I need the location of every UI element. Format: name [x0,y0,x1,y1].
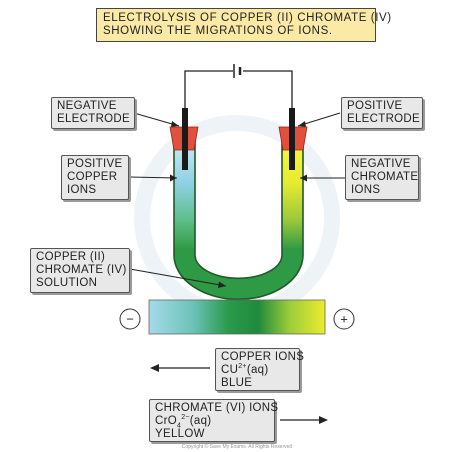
pointer-arrowheads [170,121,307,288]
positive-electrode-label: POSITIVE ELECTRODE [341,97,423,129]
positive-copper-ions-label-line-1: POSITIVE [67,158,123,170]
title-line-2: SHOWING THE MIGRATIONS OF IONS. [103,25,333,37]
u-tube-bend [174,248,303,300]
plus-terminal-icon [333,308,355,330]
negative-chromate-ions-label: NEGATIVE CHROMATE IONS [345,155,419,200]
chromate-migration-arrow [280,416,328,424]
chromate-ions-box: CHROMATE (VI) IONS CrO42−(aq) YELLOW [149,399,279,442]
solution-label: COPPER (II) CHROMATE (IV) SOLUTION [30,248,130,293]
copper-ions-formula: CU2+(aq) [221,363,294,377]
u-tube-outline [173,130,304,301]
positive-electrode-rod [289,108,295,170]
chromate-formula-subscript: 4 [176,422,182,430]
u-tube-left-arm [174,148,195,250]
negative-chromate-ions-label-line-3: IONS [351,184,381,196]
solution-label-line-3: SOLUTION [36,277,98,289]
plus-sign: + [340,312,348,327]
negative-chromate-ions-label-line-2: CHROMATE [351,171,419,183]
copper-ions-box: COPPER IONS CU2+(aq) BLUE [215,348,305,391]
copper-migration-arrow [150,364,210,372]
u-tube-right-arm [282,148,303,250]
copper-formula-base: CU [221,364,239,376]
positive-electrode-label-line-1: POSITIVE [347,100,403,112]
minus-sign: − [126,312,134,327]
minus-terminal-icon [119,308,141,330]
positive-copper-ions-label: POSITIVE COPPER IONS [61,155,129,200]
copper-ions-colour: BLUE [221,377,253,389]
positive-copper-ions-label-line-2: COPPER [67,171,118,183]
copyright-notice: Copyright © Save My Exams. All Rights Re… [181,444,293,450]
chromate-ions-title: CHROMATE (VI) IONS [155,402,279,414]
negative-electrode-label: NEGATIVE ELECTRODE [51,97,135,129]
negative-chromate-ions-label-line-1: NEGATIVE [351,158,411,170]
chromate-ions-formula: CrO42−(aq) [155,414,269,430]
positive-electrode-label-line-2: ELECTRODE [347,113,420,125]
positive-copper-ions-label-line-3: IONS [67,184,97,196]
copper-ions-title: COPPER IONS [221,351,305,363]
solution-label-line-2: CHROMATE (IV) [36,264,127,276]
battery-cell-icon [233,64,242,78]
chromate-formula-base: CrO [155,415,177,427]
chromate-ions-colour: YELLOW [155,428,205,440]
title-box: ELECTROLYSIS OF COPPER (II) CHROMATE (IV… [96,8,392,42]
copper-formula-state: (aq) [246,364,269,376]
pointer-arrows [128,112,345,287]
negative-electrode-rod [182,108,188,170]
colour-scale-bar [148,299,326,335]
title-line-1: ELECTROLYSIS OF COPPER (II) CHROMATE (IV… [103,12,392,24]
negative-electrode-label-line-1: NEGATIVE [57,100,117,112]
solution-label-line-1: COPPER (II) [36,251,106,263]
negative-electrode-label-line-2: ELECTRODE [57,113,130,125]
copper-formula-charge: 2+ [238,363,247,371]
chromate-formula-state: (aq) [189,415,212,427]
chromate-formula-charge: 2− [181,414,190,422]
circuit-wire [184,70,293,112]
